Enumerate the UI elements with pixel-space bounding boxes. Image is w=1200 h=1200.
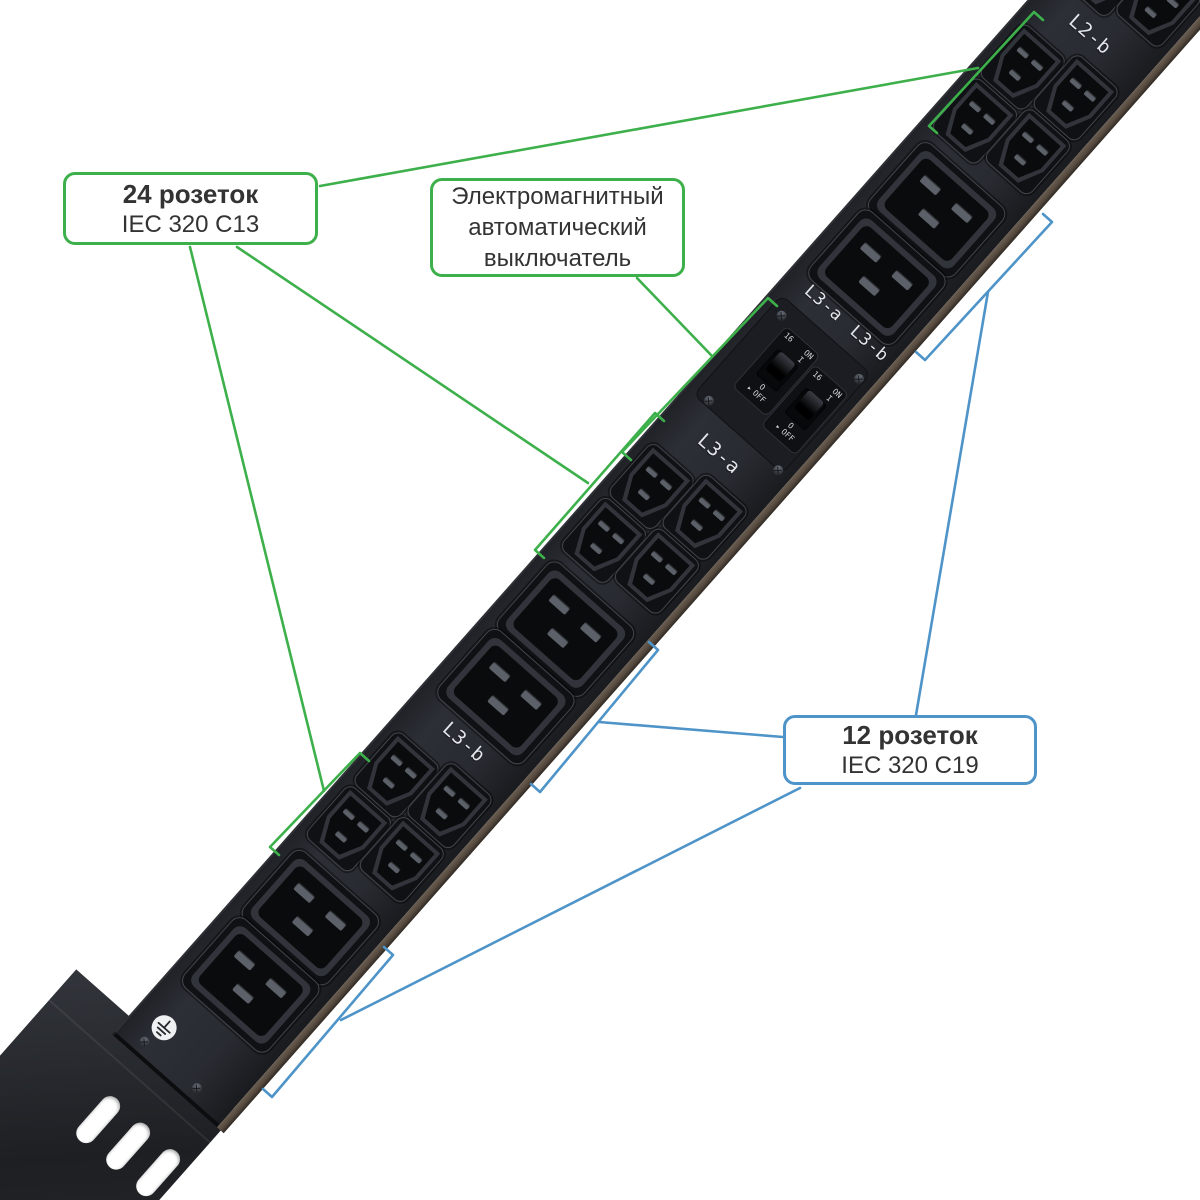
callout-c13-outlets: 24 розеток IEC 320 C13 xyxy=(63,172,318,245)
pin-slot xyxy=(950,202,974,224)
pin-slot xyxy=(488,661,511,683)
pin-slot xyxy=(659,478,673,491)
pin-slot xyxy=(968,100,982,113)
pin-slot xyxy=(291,915,315,937)
pin-slot xyxy=(233,949,256,971)
callout-subtitle: IEC 320 C19 xyxy=(841,752,979,779)
callout-title: 24 розеток xyxy=(122,178,259,209)
pin-slot xyxy=(390,754,404,767)
callout-line xyxy=(597,720,785,739)
pin-slot xyxy=(1166,0,1180,9)
callout-line-1: Электромагнитный xyxy=(451,183,664,210)
pin-slot xyxy=(612,532,626,545)
pin-slot xyxy=(1016,46,1030,59)
pin-slot xyxy=(387,861,401,874)
pin-slot xyxy=(293,882,316,904)
pin-slot xyxy=(637,488,651,501)
pin-slot xyxy=(1144,6,1158,19)
pin-slot xyxy=(519,688,543,711)
pin-slot xyxy=(231,982,255,1005)
pin-slot xyxy=(589,542,603,555)
pin-slot xyxy=(487,694,510,716)
callout-line-2: автоматический xyxy=(468,214,647,241)
pin-slot xyxy=(1030,59,1044,72)
pin-slot xyxy=(698,496,712,509)
pin-slot xyxy=(409,851,423,864)
pin-slot xyxy=(579,621,603,643)
pin-slot xyxy=(891,269,914,291)
callout-line xyxy=(635,276,714,358)
pin-slot xyxy=(334,830,348,843)
pin-slot xyxy=(961,122,975,135)
pin-slot xyxy=(645,465,659,478)
screw-icon xyxy=(137,1034,152,1049)
pin-slot xyxy=(264,977,288,999)
pin-slot xyxy=(435,807,449,820)
pin-slot xyxy=(382,776,396,789)
callout-line-3: выключатель xyxy=(483,245,632,272)
pin-slot xyxy=(342,808,356,821)
pin-slot xyxy=(919,174,942,196)
mounting-slot xyxy=(72,1092,125,1148)
outlet-pocket xyxy=(1126,0,1192,38)
callout-c19-outlets: 12 розеток IEC 320 C19 xyxy=(783,715,1037,785)
pin-slot xyxy=(859,241,883,264)
pin-slot xyxy=(712,509,726,522)
callout-line xyxy=(235,245,590,485)
pin-slot xyxy=(650,550,664,563)
mounting-slot xyxy=(102,1118,155,1174)
pin-slot xyxy=(1069,77,1083,90)
callout-line xyxy=(188,245,326,793)
pin-slot xyxy=(1008,68,1022,81)
callout-title: 12 розеток xyxy=(842,720,978,750)
callout-breaker: Электромагнитный автоматический выключат… xyxy=(430,178,685,277)
pin-slot xyxy=(548,593,571,616)
pin-slot xyxy=(642,573,656,586)
pin-slot xyxy=(1021,131,1035,144)
pin-slot xyxy=(395,838,409,851)
pin-slot xyxy=(917,207,941,230)
pin-slot xyxy=(690,519,704,532)
callout-line xyxy=(914,290,990,717)
pin-slot xyxy=(457,797,471,810)
ground-icon xyxy=(145,1009,183,1047)
pin-slot xyxy=(1036,143,1050,156)
mounting-slot xyxy=(132,1145,185,1200)
pin-slot xyxy=(356,820,370,833)
pin-slot xyxy=(858,275,881,297)
callout-subtitle: IEC 320 C13 xyxy=(121,210,260,238)
pin-slot xyxy=(1013,153,1027,166)
pin-slot xyxy=(1061,99,1075,112)
pin-slot xyxy=(1083,89,1097,102)
pin-slot xyxy=(983,112,997,125)
pin-slot xyxy=(664,563,678,576)
pin-slot xyxy=(546,627,570,649)
pin-slot xyxy=(404,766,418,779)
pin-slot xyxy=(324,909,347,932)
pin-slot xyxy=(597,519,611,532)
screw-icon xyxy=(189,1081,204,1096)
pin-slot xyxy=(443,785,457,798)
